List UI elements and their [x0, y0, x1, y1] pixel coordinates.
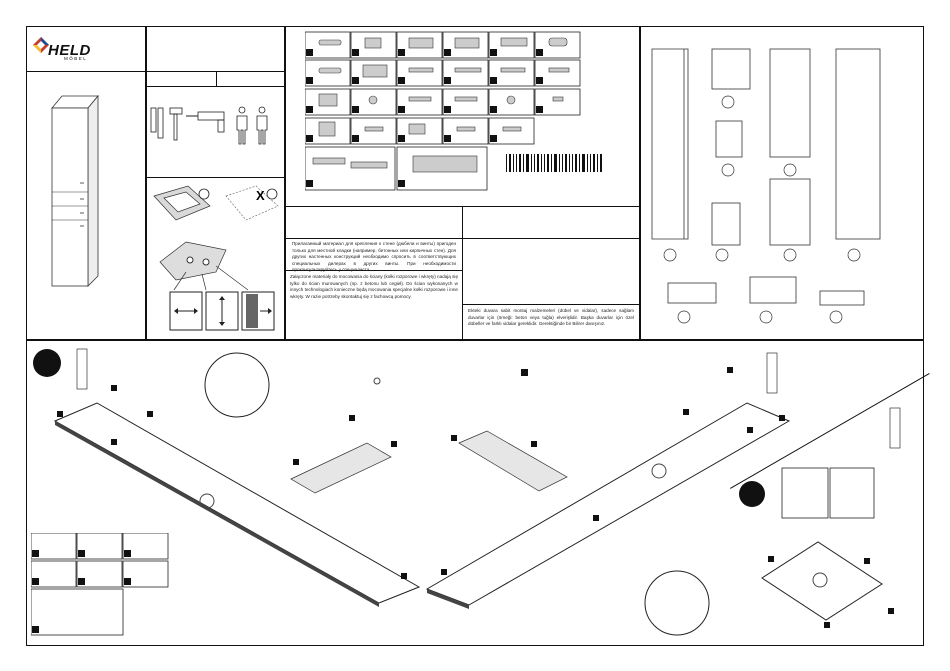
hinge-adjust-drawing	[159, 241, 275, 331]
divider-notes-mid	[284, 238, 639, 239]
divider-vertical-right	[639, 26, 641, 339]
cross-smiley-icon	[266, 188, 278, 200]
divider-horizontal-main	[26, 339, 924, 341]
hardware-parts-grid	[305, 31, 581, 191]
divider-notes-row3	[462, 304, 639, 305]
barcode	[506, 154, 602, 172]
arrow-open-icon	[241, 291, 275, 331]
svg-text:X: X	[256, 188, 265, 203]
note-turkish: Ekteki duvara sabit montaj malzemeleri (…	[468, 308, 634, 327]
divider-tools-vert	[216, 71, 217, 86]
check-smiley-icon	[198, 188, 210, 200]
screwdriver-icon	[150, 107, 164, 139]
tools-panel	[150, 106, 268, 145]
wall-mount-check-drawing: X	[153, 185, 279, 221]
divider-notes-top	[284, 206, 639, 207]
divider-tools-bottom	[145, 177, 284, 178]
person-icon	[236, 106, 268, 145]
step-1-badge	[33, 349, 61, 377]
arrow-horizontal-icon	[169, 291, 203, 331]
step-2-assembly	[739, 407, 901, 628]
divider-vertical-mid	[284, 26, 286, 339]
step-1-hardware-table	[31, 533, 169, 636]
divider-tools-sub	[145, 86, 284, 87]
brand-subname: MÖBEL	[64, 56, 88, 61]
divider-vertical-left	[145, 26, 147, 339]
divider-notes-vert	[462, 206, 463, 339]
note-polish: Załączone materiały do mocowania do ścia…	[290, 274, 459, 299]
brand-name: HELD	[48, 42, 91, 59]
product-cabinet-drawing	[51, 94, 99, 287]
house-logo-icon	[33, 37, 49, 53]
outer-frame	[26, 26, 924, 646]
divider-tools-top	[145, 71, 284, 72]
arrow-vertical-icon	[205, 291, 239, 331]
drill-icon	[186, 111, 225, 133]
hammer-icon	[169, 107, 183, 141]
divider-notes-row2	[284, 270, 462, 271]
step-1-assembly	[33, 348, 791, 636]
panel-parts-list	[651, 48, 881, 324]
divider-logo	[26, 71, 145, 72]
step-2-badge	[739, 481, 765, 507]
note-russian: Прилагаемый материал для крепления к сте…	[292, 241, 456, 273]
